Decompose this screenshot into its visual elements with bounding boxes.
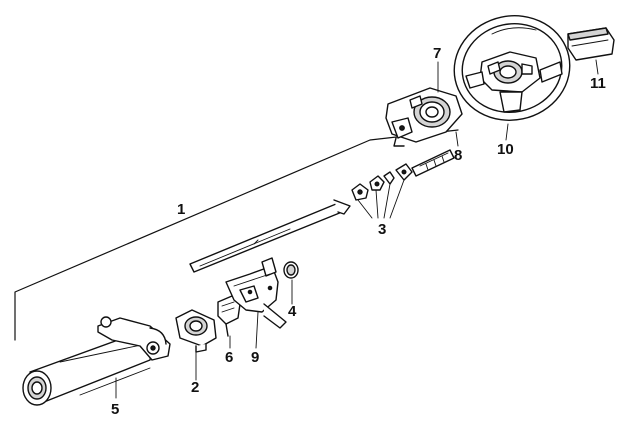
leader-lines	[115, 59, 599, 399]
callout-2: 2	[191, 379, 199, 396]
callout-6: 6	[225, 349, 233, 366]
callout-9: 9	[251, 349, 259, 366]
bushing[interactable]	[283, 261, 299, 279]
callout-11: 11	[590, 75, 606, 92]
horn-pad[interactable]	[567, 27, 615, 61]
callout-10: 10	[497, 141, 514, 158]
lock-housing[interactable]	[225, 257, 287, 329]
callout-labels: 1 2 3 4 5 6 7 8 9 10 11	[111, 45, 606, 418]
callout-7: 7	[433, 45, 441, 62]
callout-5: 5	[111, 401, 119, 418]
steering-wheel[interactable]	[444, 5, 579, 131]
callout-3: 3	[378, 221, 386, 238]
column-collar[interactable]	[175, 309, 217, 353]
steering-shaft[interactable]	[189, 199, 351, 273]
upper-shaft[interactable]	[411, 149, 455, 177]
callout-4: 4	[288, 303, 297, 320]
callout-8: 8	[454, 147, 462, 164]
hardware-set[interactable]	[351, 163, 413, 219]
clock-spring[interactable]	[385, 87, 463, 147]
callout-1: 1	[177, 201, 185, 218]
lower-column-jacket[interactable]	[22, 316, 171, 406]
